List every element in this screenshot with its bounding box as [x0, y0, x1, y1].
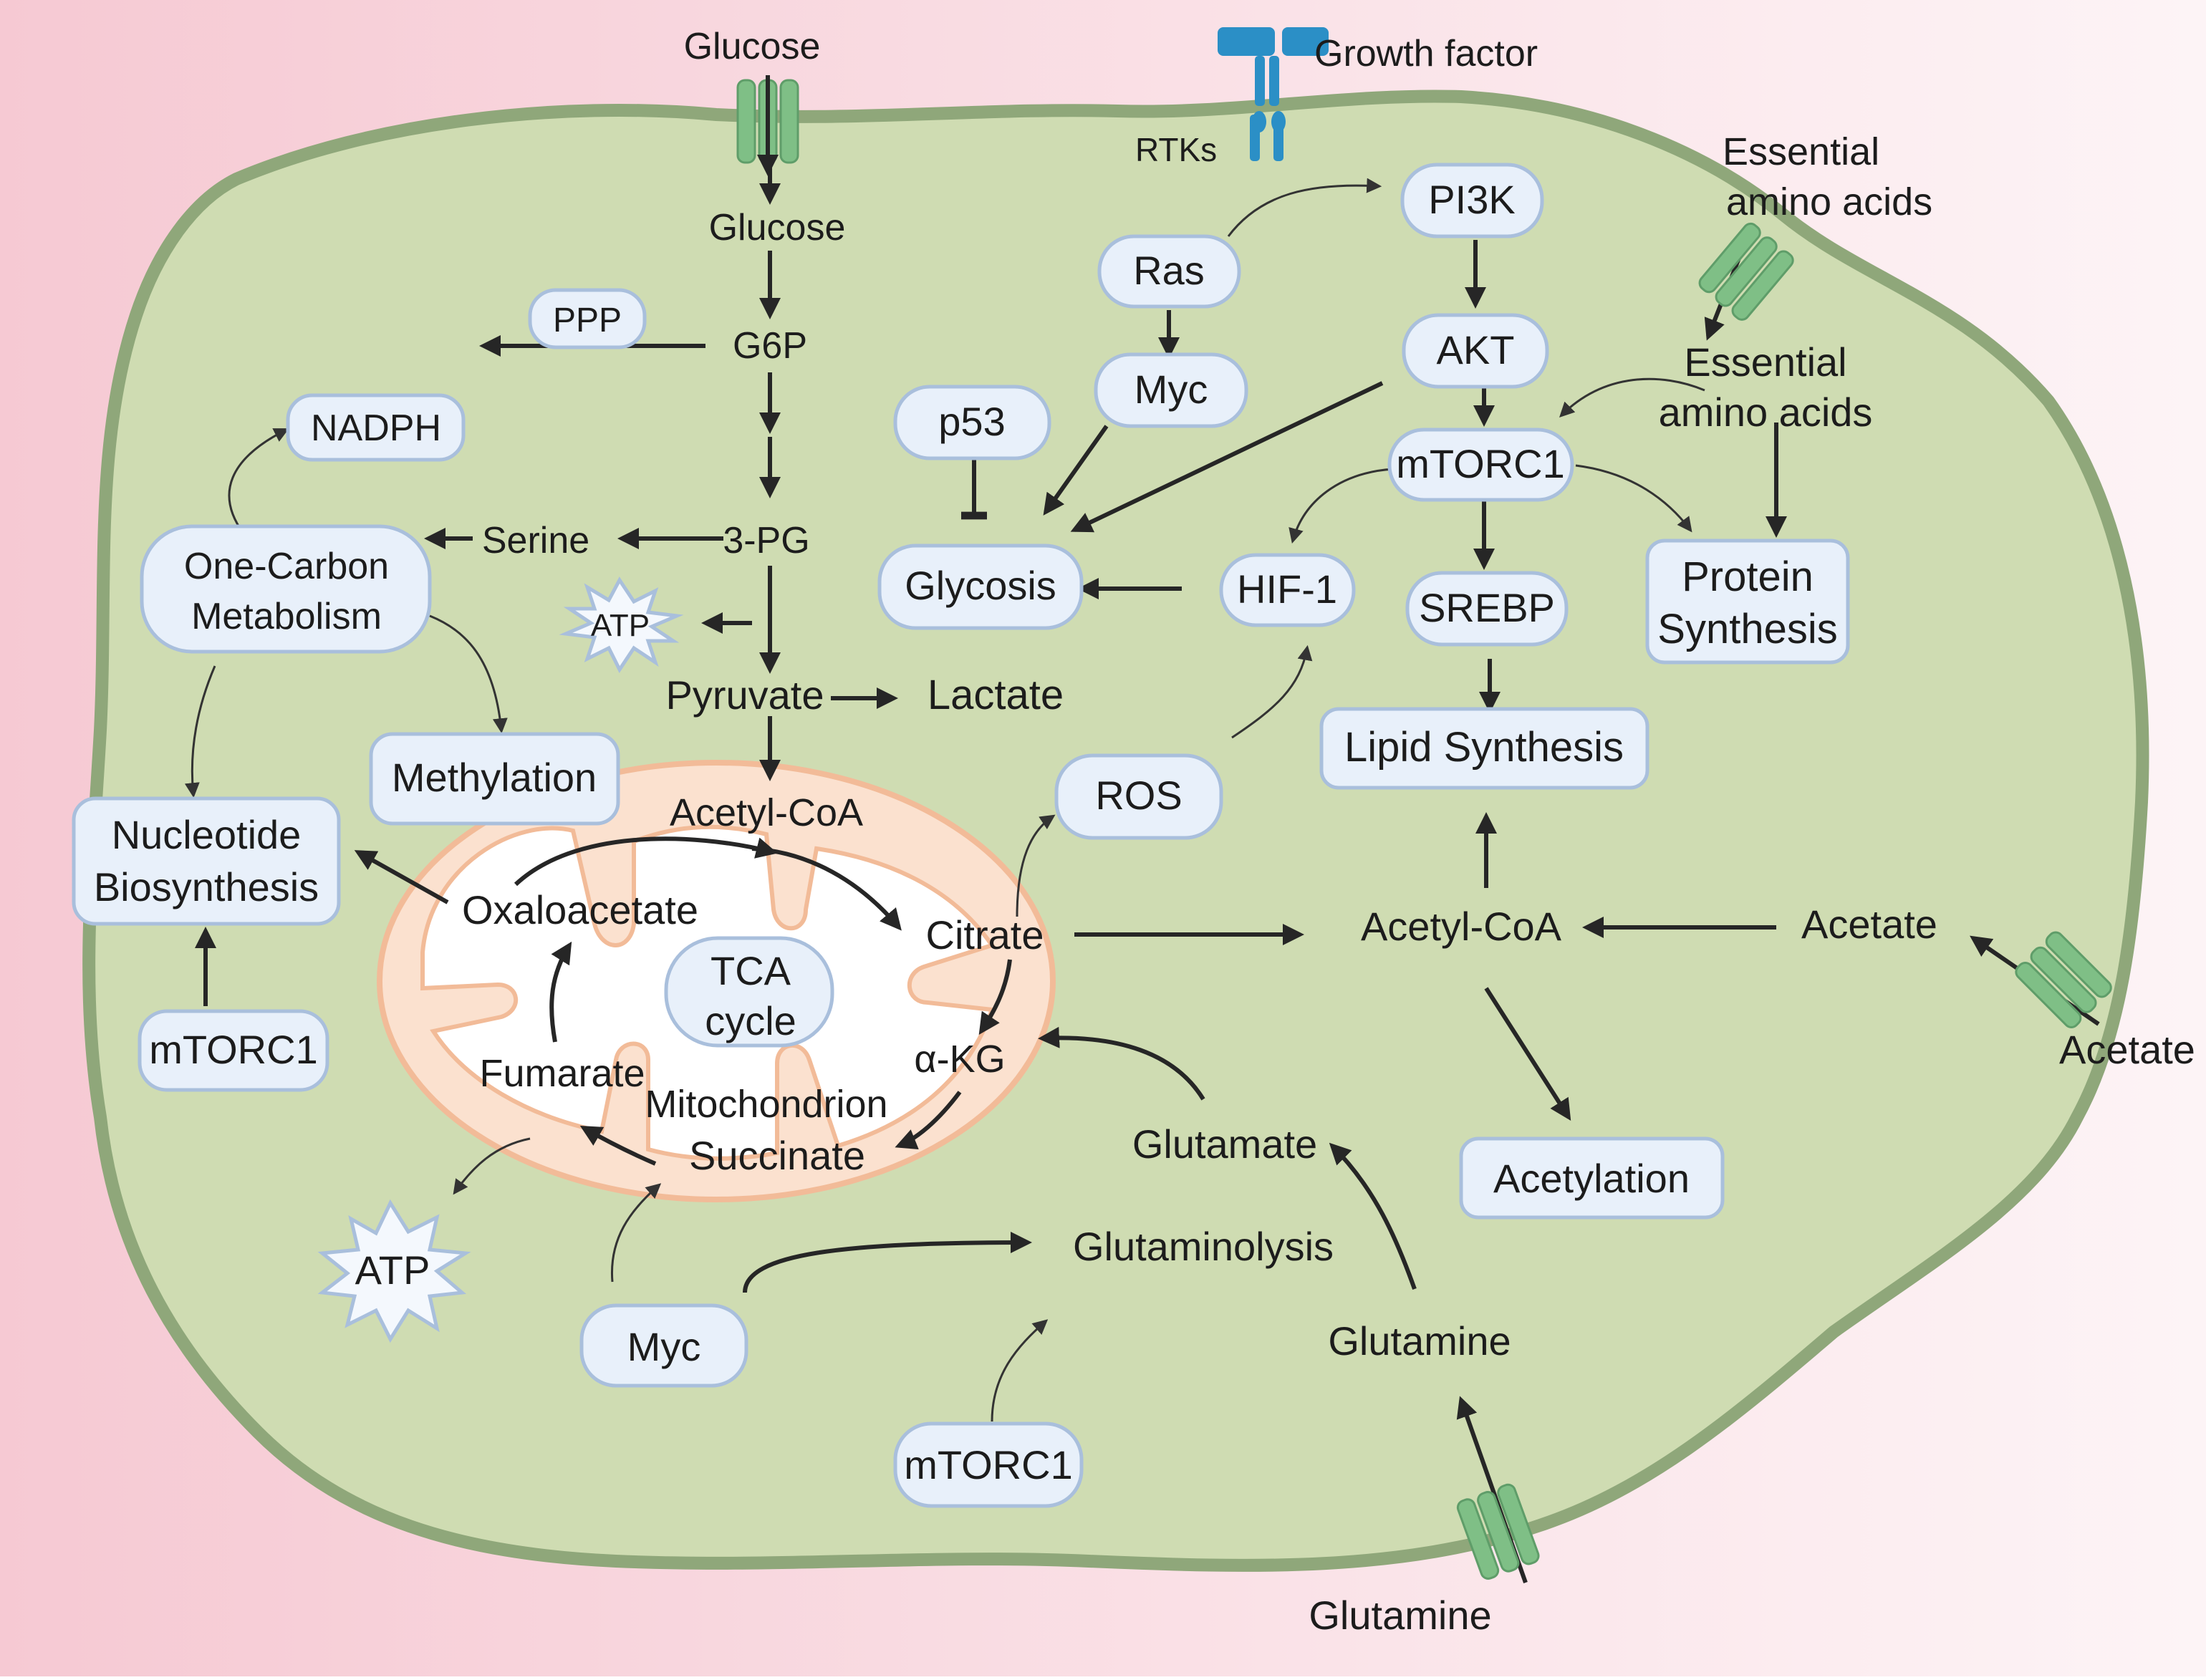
glutaminolysis-label: Glutaminolysis — [1073, 1224, 1334, 1269]
growth-factor-label: Growth factor — [1314, 33, 1538, 74]
atp-large-label: ATP — [355, 1247, 430, 1293]
glutamine-outside-label: Glutamine — [1309, 1593, 1491, 1638]
g6p-label: G6P — [733, 325, 807, 367]
akt-label: AKT — [1437, 327, 1515, 372]
lipid-synthesis-label: Lipid Synthesis — [1344, 724, 1624, 771]
glycosis-box — [877, 544, 1084, 630]
glutamate-label: Glutamate — [1132, 1121, 1317, 1167]
acetylation-box — [1459, 1136, 1725, 1220]
mtorc1-box — [1387, 428, 1574, 502]
succinate-label: Succinate — [689, 1133, 865, 1178]
mtorc1-left-box — [138, 1009, 329, 1092]
ras-label: Ras — [1133, 248, 1205, 293]
glycosis-label: Glycosis — [905, 563, 1056, 608]
acetyl-coa-cyto-label: Acetyl-CoA — [1361, 904, 1562, 949]
oxaloacetate-label: Oxaloacetate — [462, 887, 698, 932]
growth-factor-receptor-icon — [1218, 27, 1329, 161]
mtorc1-bottom-label: mTORC1 — [904, 1442, 1072, 1487]
nucleotide-label-line1: Nucleotide — [112, 812, 302, 857]
protein-synthesis-label-line2: Synthesis — [1657, 606, 1837, 652]
nucleotide-box — [72, 796, 341, 926]
mtorc1-label: mTORC1 — [1396, 441, 1564, 486]
atp-small-label: ATP — [591, 608, 650, 643]
pi3k-box — [1400, 163, 1544, 238]
acetyl-coa-mito-label: Acetyl-CoA — [670, 791, 863, 834]
glucose-inside-label: Glucose — [709, 207, 846, 248]
nadph-box — [286, 393, 466, 462]
methylation-label: Methylation — [392, 755, 597, 800]
methylation-box — [369, 732, 620, 826]
ppp-box — [528, 288, 647, 349]
amino-acid-transporter-icon — [1698, 222, 1794, 321]
rtks-label: RTKs — [1135, 131, 1217, 168]
nadph-label: NADPH — [311, 407, 441, 449]
akg-label: α-KG — [914, 1038, 1005, 1081]
mtorc1-left-label: mTORC1 — [149, 1027, 317, 1072]
pi3k-label: PI3K — [1428, 177, 1515, 222]
serine-label: Serine — [482, 520, 589, 561]
essential-aa-outside-label-line1: Essential — [1723, 130, 1879, 173]
p53-label: p53 — [938, 399, 1005, 444]
one-carbon-label-line1: One-Carbon — [184, 546, 389, 587]
ras-box — [1097, 234, 1241, 309]
mitochondrion-label: Mitochondrion — [645, 1083, 887, 1126]
hif1-box — [1219, 553, 1356, 627]
essential-aa-inside-label-line2: amino acids — [1659, 390, 1873, 435]
cell-membrane — [82, 90, 2149, 1572]
fumarate-label: Fumarate — [479, 1052, 645, 1095]
tca-label-line2: cycle — [705, 998, 796, 1043]
three-pg-label: 3-PG — [723, 520, 809, 561]
mito-outer-border — [377, 760, 1056, 1202]
pyruvate-label: Pyruvate — [666, 672, 824, 718]
p53-box — [893, 385, 1051, 460]
akt-box — [1402, 313, 1549, 389]
lipid-synthesis-box — [1319, 707, 1649, 790]
glucose-outside-label: Glucose — [684, 26, 821, 67]
glucose-transporter-icon — [736, 75, 799, 176]
labels: Glucose Growth factor RTKs Essential ami… — [94, 26, 2195, 1638]
citrate-label: Citrate — [926, 912, 1044, 957]
protein-synthesis-label-line1: Protein — [1682, 554, 1814, 600]
one-carbon-label-line2: Metabolism — [191, 596, 382, 637]
atp-small-icon: ATP — [559, 576, 684, 673]
ppp-label: PPP — [553, 301, 622, 339]
glutamine-inside-label: Glutamine — [1328, 1318, 1511, 1363]
node-boxes — [72, 163, 1850, 1508]
nucleotide-label-line2: Biosynthesis — [94, 864, 319, 909]
essential-aa-inside-label-line1: Essential — [1684, 339, 1846, 385]
acetate-outside-label: Acetate — [2059, 1027, 2195, 1072]
acetate-inside-label: Acetate — [1801, 902, 1937, 947]
lactate-label: Lactate — [928, 672, 1064, 718]
acetylation-label: Acetylation — [1493, 1156, 1690, 1201]
protein-synthesis-box — [1645, 539, 1850, 665]
acetate-transporter-icon — [2015, 931, 2112, 1028]
srebp-label: SREBP — [1419, 585, 1555, 630]
myc-bottom-box — [579, 1303, 748, 1388]
ros-box — [1054, 753, 1223, 840]
srebp-box — [1405, 571, 1569, 647]
myc-top-label: Myc — [1135, 367, 1208, 412]
hif1-label: HIF-1 — [1237, 566, 1337, 612]
one-carbon-box — [140, 524, 432, 654]
mtorc1-bottom-box — [893, 1421, 1084, 1508]
myc-bottom-label: Myc — [627, 1324, 701, 1369]
essential-aa-outside-label-line2: amino acids — [1726, 180, 1932, 223]
myc-top-box — [1094, 352, 1248, 428]
atp-large-icon: ATP — [317, 1199, 471, 1343]
tca-box — [664, 936, 834, 1048]
glutamine-transporter-icon — [1456, 1483, 1540, 1580]
ros-label: ROS — [1095, 773, 1182, 818]
tca-label-line1: TCA — [711, 948, 791, 993]
